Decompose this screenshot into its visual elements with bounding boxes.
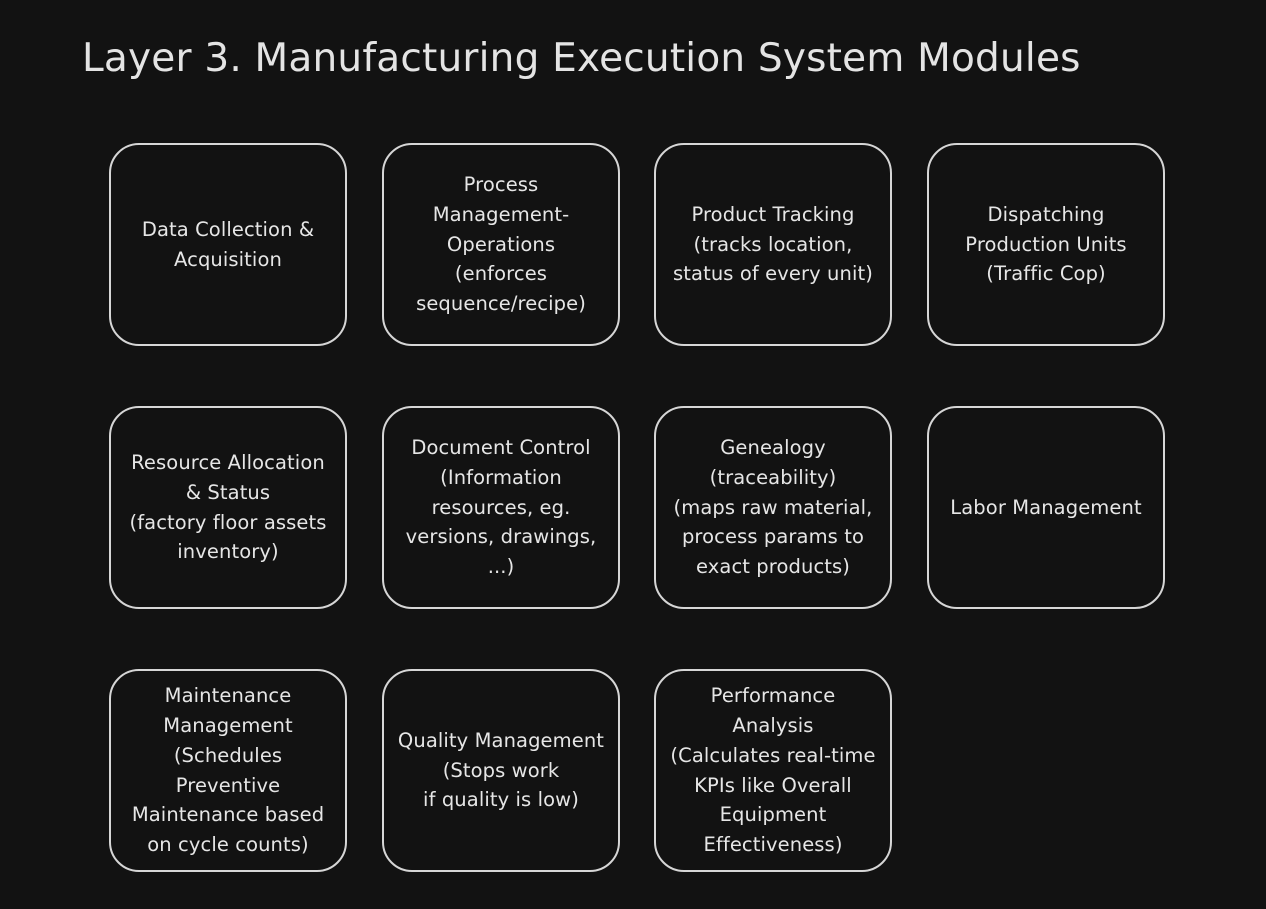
module-performance-analysis: Performance Analysis (Calculates real-ti…	[654, 669, 892, 872]
module-data-collection: Data Collection & Acquisition	[109, 143, 347, 346]
module-label: Maintenance Management (Schedules Preven…	[131, 684, 325, 857]
module-label: Resource Allocation & Status (factory fl…	[129, 450, 327, 564]
module-resource-allocation: Resource Allocation & Status (factory fl…	[109, 406, 347, 609]
module-label: Quality Management (Stops work if qualit…	[397, 728, 605, 812]
module-document-control: Document Control (Information resources,…	[382, 406, 620, 609]
module-label: Document Control (Information resources,…	[405, 436, 597, 579]
module-label: Data Collection & Acquisition	[141, 217, 315, 271]
module-label: Product Tracking (tracks location, statu…	[673, 202, 873, 286]
module-labor-management: Labor Management	[927, 406, 1165, 609]
module-label: Process Management- Operations (enforces…	[416, 173, 586, 316]
module-product-tracking: Product Tracking (tracks location, statu…	[654, 143, 892, 346]
module-label: Genealogy (traceability) (maps raw mater…	[673, 436, 873, 579]
module-process-management: Process Management- Operations (enforces…	[382, 143, 620, 346]
module-label: Performance Analysis (Calculates real-ti…	[670, 684, 876, 857]
page-title: Layer 3. Manufacturing Execution System …	[82, 36, 1081, 81]
module-dispatching: Dispatching Production Units (Traffic Co…	[927, 143, 1165, 346]
module-quality-management: Quality Management (Stops work if qualit…	[382, 669, 620, 872]
module-label: Labor Management	[950, 495, 1142, 519]
module-label: Dispatching Production Units (Traffic Co…	[965, 202, 1127, 286]
module-maintenance-management: Maintenance Management (Schedules Preven…	[109, 669, 347, 872]
module-genealogy: Genealogy (traceability) (maps raw mater…	[654, 406, 892, 609]
